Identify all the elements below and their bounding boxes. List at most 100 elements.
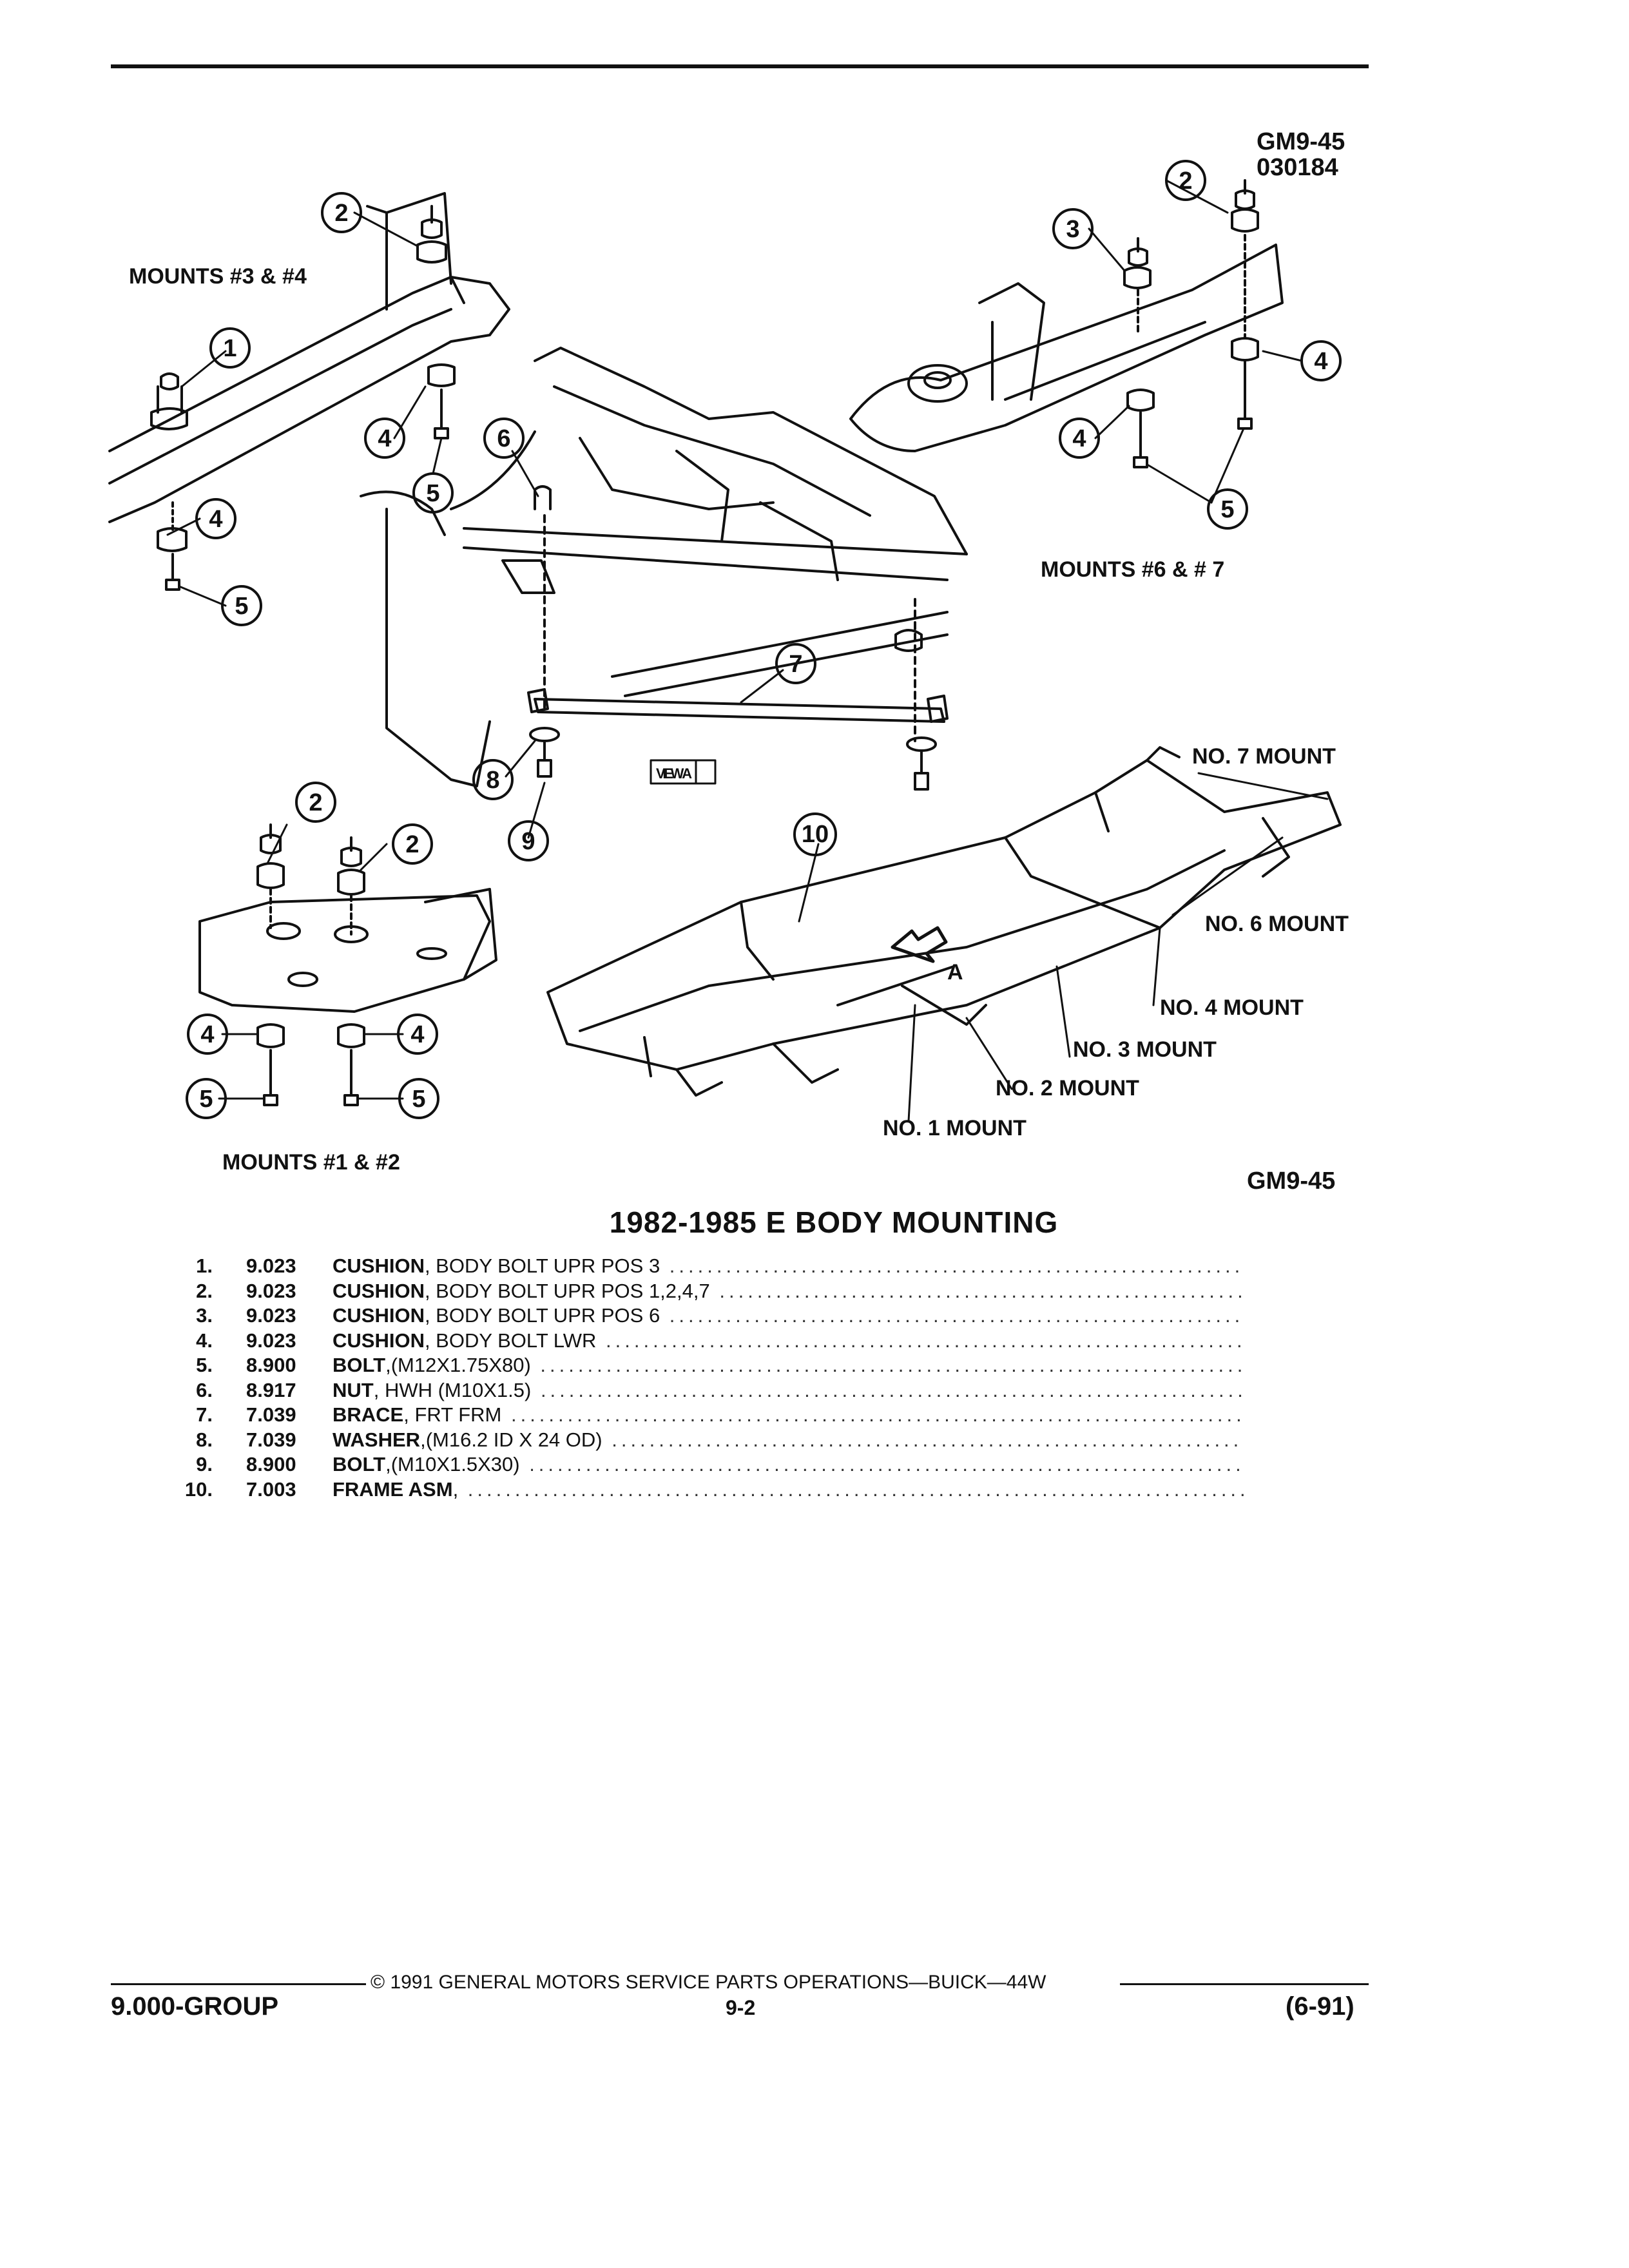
view-a-box [650,759,717,785]
part-group-code: 9.023 [246,1329,296,1352]
footer-date: (6-91) [1286,1992,1354,2021]
mounts-3-4-illustration [108,192,510,591]
caption-mounts-3-4: MOUNTS #3 & #4 [129,264,307,289]
front-frame-brace-illustration [360,347,968,791]
part-description: CUSHION, BODY BOLT UPR POS 6 ...........… [333,1303,1244,1328]
part-name: BOLT [333,1453,386,1475]
part-spec: ,(M12X1.75X80) [385,1354,531,1376]
part-number: 1. [196,1254,213,1277]
ref-code-top: GM9-45 [1257,128,1345,155]
part-row: 7. 7.039 BRACE, FRT FRM ..................… [174,1403,1244,1428]
part-name: BOLT [333,1354,386,1376]
part-spec: , BODY BOLT LWR [424,1329,597,1352]
part-spec: , BODY BOLT UPR POS 1,2,4,7 [424,1279,710,1302]
footer-copyright: © 1991 GENERAL MOTORS SERVICE PARTS OPER… [371,1972,1046,1993]
part-group-code: 9.023 [246,1304,296,1327]
callout-2: 2 [309,789,322,816]
callout-8: 8 [486,767,499,794]
part-spec: ,(M10X1.5X30) [385,1453,520,1475]
part-number: 9. [196,1453,213,1475]
part-name: CUSHION [333,1279,425,1302]
part-description: CUSHION, BODY BOLT UPR POS 3 ...........… [333,1254,1244,1278]
part-number: 7. [196,1403,213,1426]
callout-4: 4 [209,506,222,533]
part-number: 3. [196,1304,213,1327]
part-name: NUT [333,1378,374,1401]
part-number: 10. [184,1477,213,1501]
part-row: 1. 9.023 CUSHION, BODY BOLT UPR POS 3 ....… [174,1254,1244,1279]
top-rule [111,64,1369,68]
parts-list: 1. 9.023 CUSHION, BODY BOLT UPR POS 3 ....… [174,1254,1244,1502]
dot-leader: ........................................… [669,1304,1244,1327]
callout-2: 2 [334,200,348,227]
part-row: 10. 7.003 FRAME ASM, .....................… [174,1477,1244,1503]
part-group-code: 9.023 [246,1254,296,1277]
footer-rule-left [111,1983,366,1985]
part-number: 6. [196,1378,213,1401]
leader-lines [166,179,1329,1122]
part-name: CUSHION [333,1304,425,1327]
part-row: 3. 9.023 CUSHION, BODY BOLT UPR POS 6 ....… [174,1303,1244,1329]
part-spec: , BODY BOLT UPR POS 6 [424,1304,660,1327]
part-description: BRACE, FRT FRM .........................… [333,1403,1244,1427]
caption-no4-mount: NO. 4 MOUNT [1160,995,1304,1020]
callout-6: 6 [497,425,510,452]
ref-number: 030184 [1257,154,1338,181]
part-number: 4. [196,1329,213,1352]
callout-2: 2 [405,831,419,858]
dot-leader: ........................................… [612,1428,1244,1451]
callout-5: 5 [199,1086,213,1113]
callout-9: 9 [521,828,535,855]
caption-no3-mount: NO. 3 MOUNT [1073,1037,1217,1062]
caption-no7-mount: NO. 7 MOUNT [1192,744,1336,769]
part-spec: ,(M16.2 ID X 24 OD) [420,1428,602,1451]
callout-4: 4 [1072,425,1086,452]
caption-mounts-6-7: MOUNTS #6 & # 7 [1041,557,1224,582]
part-name: CUSHION [333,1254,425,1277]
part-name: WASHER [333,1428,421,1451]
callout-numbers: 2 1 4 5 4 5 6 7 8 9 10 2 3 4 4 5 2 2 4 4… [199,168,1327,1113]
page-title: 1982-1985 E BODY MOUNTING [609,1206,1059,1239]
part-description: BOLT,(M10X1.5X30) ......................… [333,1452,1244,1477]
callout-2: 2 [1179,168,1192,195]
dot-leader: ........................................… [510,1403,1244,1426]
callout-5: 5 [412,1086,425,1113]
callout-5: 5 [235,593,248,620]
part-description: FRAME ASM, .............................… [333,1477,1244,1502]
frame-assembly-illustration [546,746,1342,1097]
footer-rule-right [1120,1983,1369,1985]
dot-leader: ........................................… [719,1279,1244,1302]
part-group-code: 7.039 [246,1403,296,1426]
part-group-code: 7.039 [246,1428,296,1451]
body-mounting-diagram: 2 1 4 5 4 5 6 7 8 9 10 2 3 4 4 5 2 2 4 4… [108,128,1349,1195]
part-description: NUT, HWH (M10X1.5) .....................… [333,1378,1244,1403]
callout-4: 4 [1314,348,1327,375]
part-number: 8. [196,1428,213,1451]
mounts-1-2-illustration [198,823,497,1106]
part-spec: , FRT FRM [403,1403,502,1426]
caption-no1-mount: NO. 1 MOUNT [883,1116,1027,1140]
part-name: BRACE [333,1403,404,1426]
callout-10: 10 [802,821,829,848]
dot-leader: ........................................… [467,1477,1244,1501]
part-number: 2. [196,1279,213,1302]
part-name: CUSHION [333,1329,425,1352]
callout-7: 7 [789,651,802,678]
callout-4: 4 [200,1021,214,1048]
caption-no2-mount: NO. 2 MOUNT [996,1076,1139,1100]
callout-3: 3 [1066,216,1079,243]
callout-1: 1 [223,335,236,362]
mounts-6-7-illustration [849,179,1284,468]
part-number: 5. [196,1354,213,1376]
ref-code-bottom: GM9-45 [1247,1168,1335,1195]
part-row: 8. 7.039 WASHER,(M16.2 ID X 24 OD) .......… [174,1428,1244,1453]
part-description: CUSHION, BODY BOLT UPR POS 1,2,4,7 .....… [333,1279,1244,1303]
callout-4: 4 [378,425,391,452]
part-description: WASHER,(M16.2 ID X 24 OD) ..............… [333,1428,1244,1452]
part-name: FRAME ASM [333,1477,453,1501]
part-group-code: 7.003 [246,1477,296,1501]
